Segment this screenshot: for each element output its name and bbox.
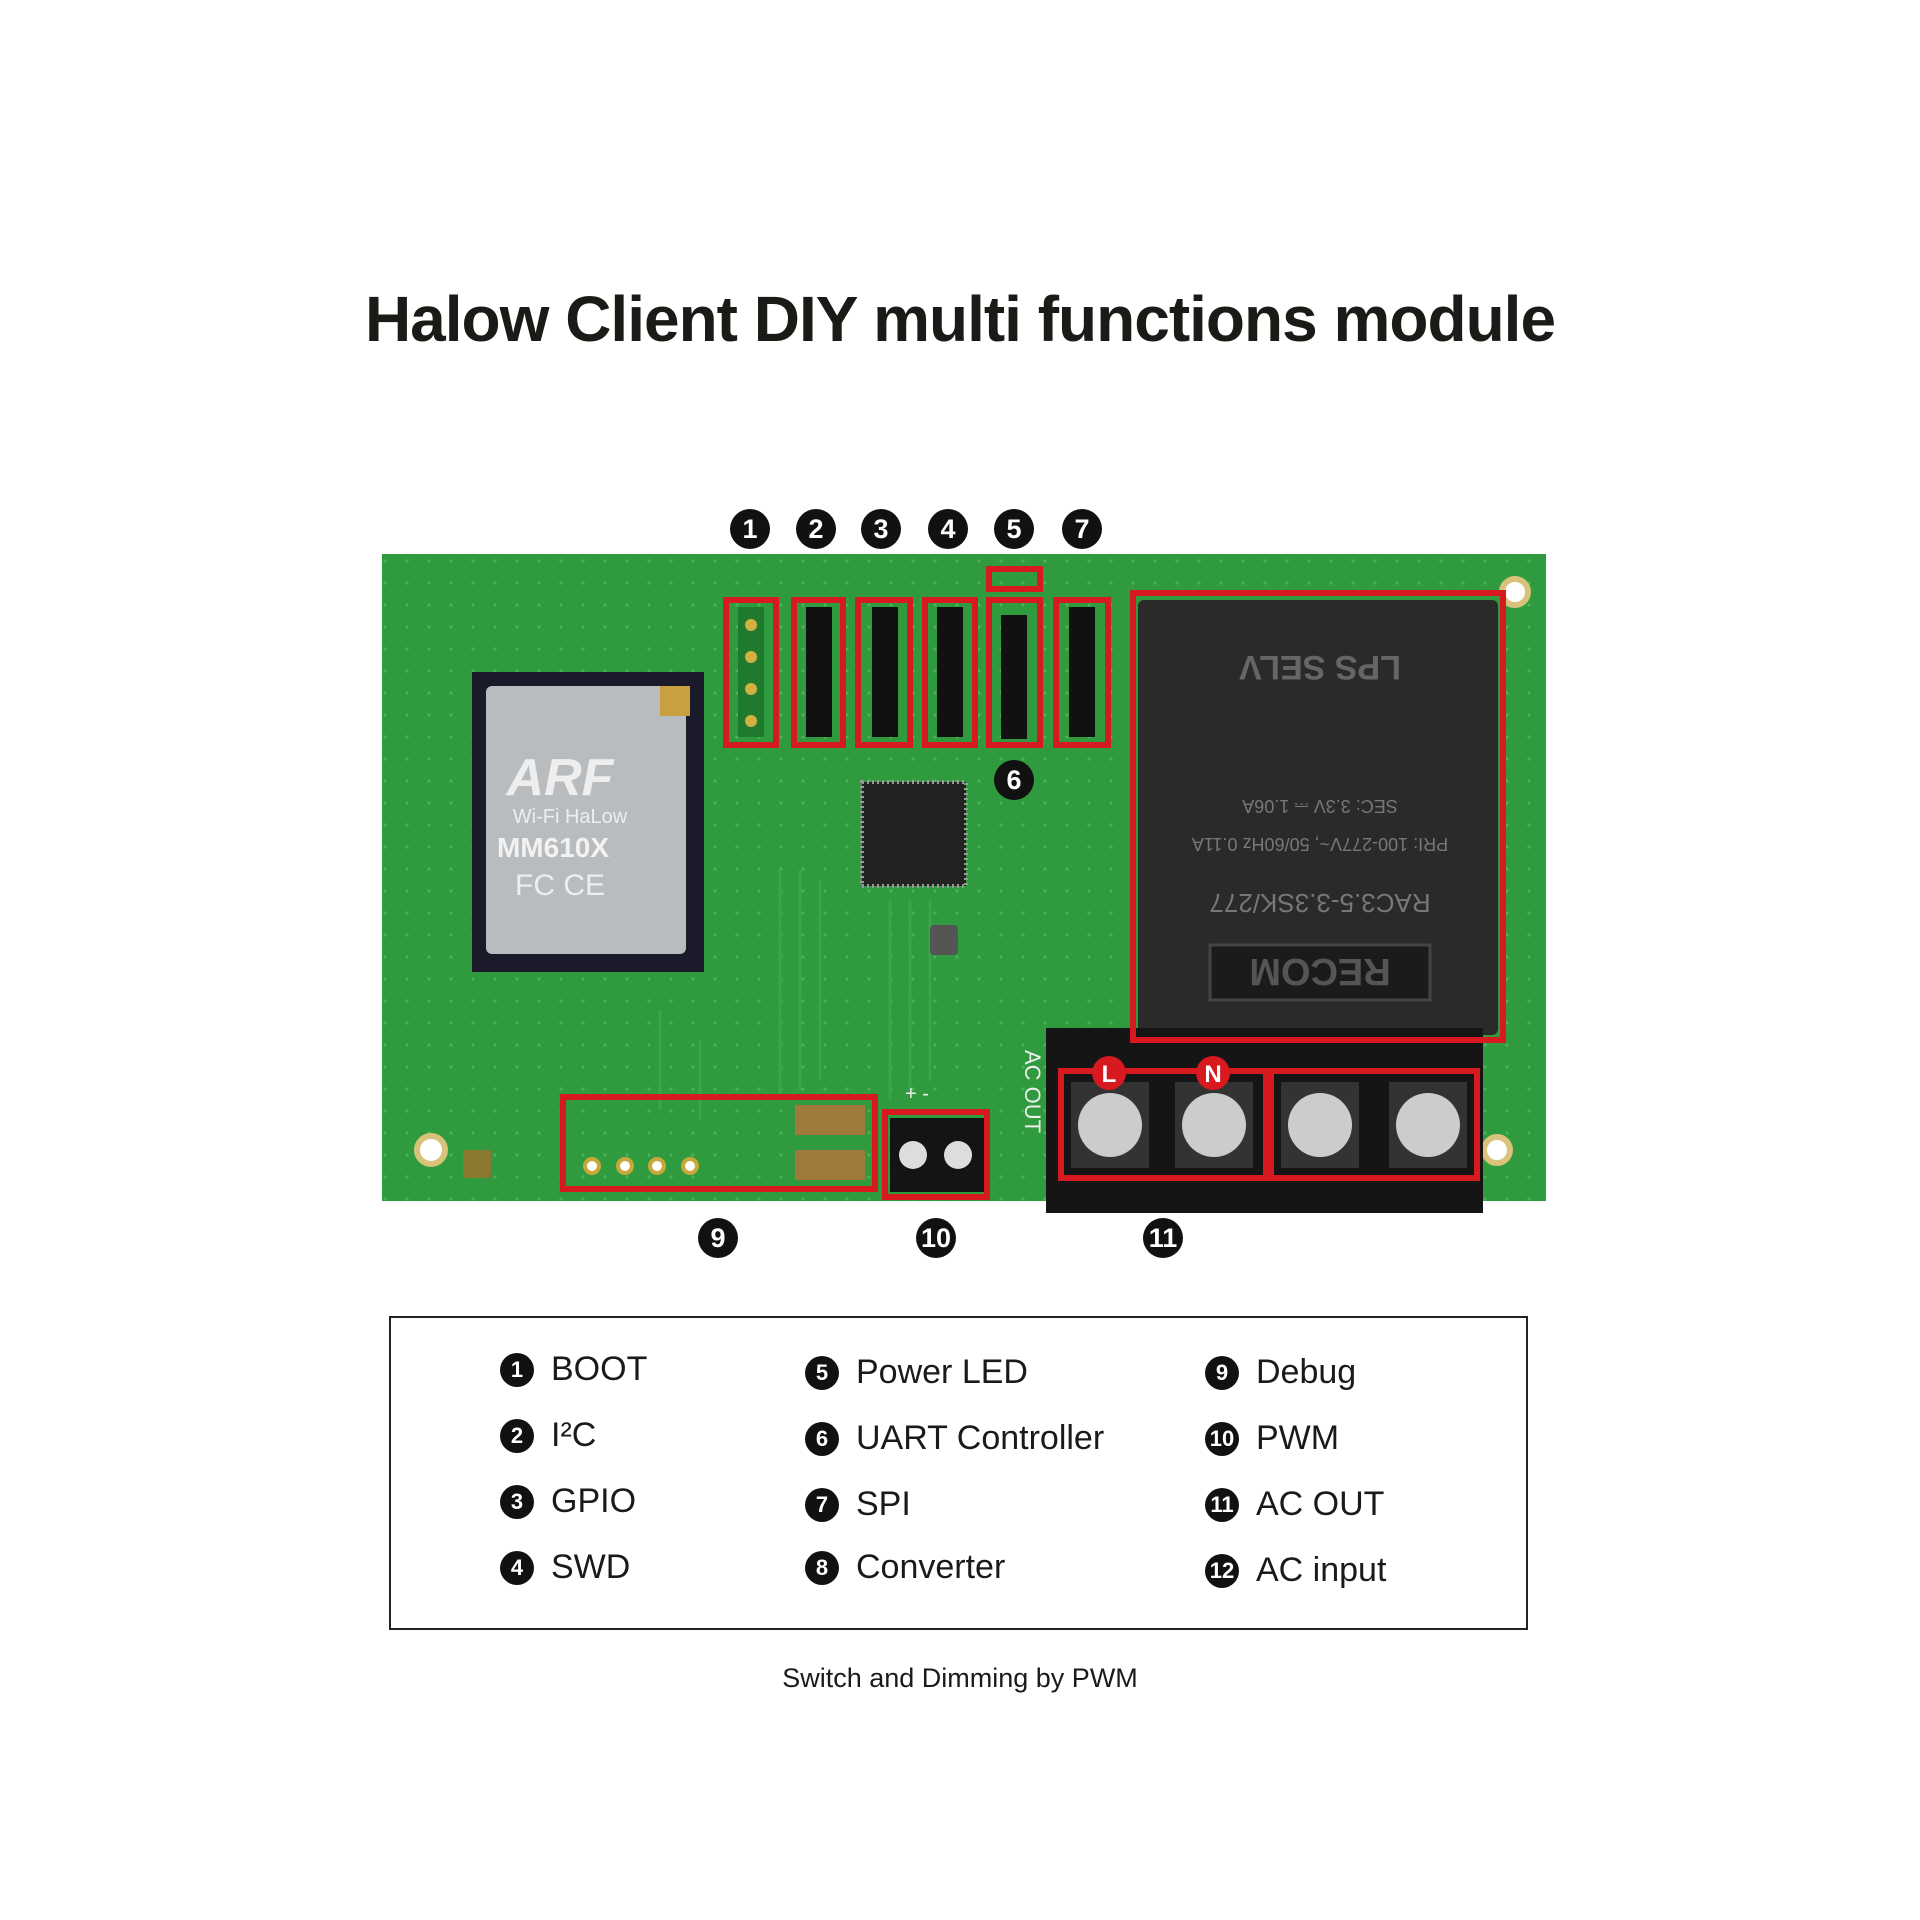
svg-text:LPS SELV: LPS SELV	[1239, 648, 1401, 686]
terminal-label-n: N	[1204, 1061, 1221, 1088]
legend-marker: 10	[1205, 1421, 1239, 1456]
highlight-converter	[1130, 590, 1506, 1043]
caption: Switch and Dimming by PWM	[782, 1663, 1138, 1693]
callout-3: 3	[861, 509, 901, 549]
legend-marker: 2	[500, 1418, 534, 1453]
legend-label: UART Controller	[856, 1419, 1105, 1457]
svg-text:RECOM: RECOM	[1249, 950, 1390, 992]
legend-item: 4 SWD	[500, 1548, 630, 1587]
highlight-i2c	[791, 597, 846, 748]
mounting-hole	[1481, 1134, 1513, 1166]
legend-label: AC OUT	[1256, 1485, 1385, 1523]
ac-dc-converter: RECOM RAC3.5-3.3SK/277 PRI: 100-277V~, 5…	[1138, 600, 1498, 1035]
highlight-power-led-header	[986, 597, 1043, 748]
legend-item: 7 SPI	[805, 1485, 911, 1524]
callout-2: 2	[796, 509, 836, 549]
svg-text:Wi-Fi HaLow: Wi-Fi HaLow	[513, 806, 628, 828]
callout-10: 10	[916, 1218, 956, 1258]
callout-6: 6	[994, 760, 1034, 800]
legend-label: GPIO	[551, 1482, 637, 1520]
legend-marker: 9	[1205, 1355, 1239, 1390]
legend-label: AC input	[1256, 1551, 1387, 1589]
legend-label: BOOT	[551, 1350, 648, 1388]
svg-text:AC OUT: AC OUT	[1020, 1050, 1045, 1133]
callout-11: 11	[1143, 1218, 1183, 1258]
legend-marker: 5	[805, 1355, 839, 1390]
svg-text:FC CE: FC CE	[515, 869, 605, 902]
highlight-pwm	[882, 1109, 990, 1200]
page-title: Halow Client DIY multi functions module	[364, 283, 1556, 355]
legend-marker: 12	[1205, 1553, 1239, 1588]
legend-label: Converter	[856, 1548, 1006, 1586]
mounting-hole	[414, 1133, 448, 1167]
highlight-boxes	[560, 566, 1506, 1200]
legend-item: 11 AC OUT	[1205, 1485, 1384, 1524]
callout-5: 5	[994, 509, 1034, 549]
legend-marker: 4	[500, 1550, 534, 1585]
svg-text:MM610X: MM610X	[497, 832, 609, 863]
legend-marker: 8	[805, 1550, 839, 1585]
callout-4: 4	[928, 509, 968, 549]
svg-text:+ -: + -	[905, 1083, 929, 1105]
legend-label: Power LED	[856, 1353, 1028, 1391]
terminal-label-l: L	[1102, 1061, 1117, 1088]
legend-label: SWD	[551, 1548, 631, 1586]
legend-item: 9 Debug	[1205, 1353, 1356, 1392]
highlight-ac-input	[1268, 1068, 1480, 1181]
legend-item: 5 Power LED	[805, 1353, 1028, 1392]
legend-item: 8 Converter	[805, 1548, 1005, 1587]
legend-marker: 1	[500, 1352, 534, 1387]
highlight-boot	[723, 597, 779, 748]
uart-controller-chip	[860, 780, 968, 888]
svg-text:SEC: 3.3V ⎓ 1.06A: SEC: 3.3V ⎓ 1.06A	[1242, 796, 1397, 816]
callout-1: 1	[730, 509, 770, 549]
legend-marker: 7	[805, 1487, 839, 1522]
legend-label: Debug	[1256, 1353, 1357, 1391]
legend-label: I²C	[551, 1416, 597, 1454]
legend-marker: 6	[805, 1421, 839, 1456]
legend-label: SPI	[856, 1485, 911, 1523]
callout-7: 7	[1062, 509, 1102, 549]
svg-text:RAC3.5-3.3SK/277: RAC3.5-3.3SK/277	[1209, 888, 1430, 918]
legend-item: 12 AC input	[1205, 1551, 1386, 1590]
highlight-power-led	[986, 566, 1043, 592]
legend-marker: 11	[1205, 1487, 1239, 1522]
callout-9: 9	[698, 1218, 738, 1258]
legend-item: 1 BOOT	[500, 1350, 647, 1389]
legend-box: 1 BOOT 2 I²C 3 GPIO 4 SWD 5 Power LED 6 UART C…	[389, 1316, 1528, 1630]
legend-item: 3 GPIO	[500, 1482, 636, 1521]
legend-marker: 3	[500, 1484, 534, 1519]
highlight-gpio	[855, 597, 913, 748]
highlight-ac-out	[1058, 1068, 1269, 1181]
highlight-debug	[560, 1094, 878, 1192]
legend-label: PWM	[1256, 1419, 1340, 1457]
wifi-halow-module: ARF Wi-Fi HaLow MM610X FC CE	[472, 672, 704, 972]
legend-item: 10 PWM	[1205, 1419, 1339, 1458]
svg-text:ARF: ARF	[505, 749, 615, 807]
highlight-spi	[1053, 597, 1111, 748]
svg-text:PRI: 100-277V~, 50/60Hz 0.11A: PRI: 100-277V~, 50/60Hz 0.11A	[1192, 834, 1448, 854]
legend-item: 2 I²C	[500, 1416, 596, 1455]
highlight-swd	[922, 597, 978, 748]
legend-item: 6 UART Controller	[805, 1419, 1104, 1458]
pin-headers	[738, 607, 1095, 739]
